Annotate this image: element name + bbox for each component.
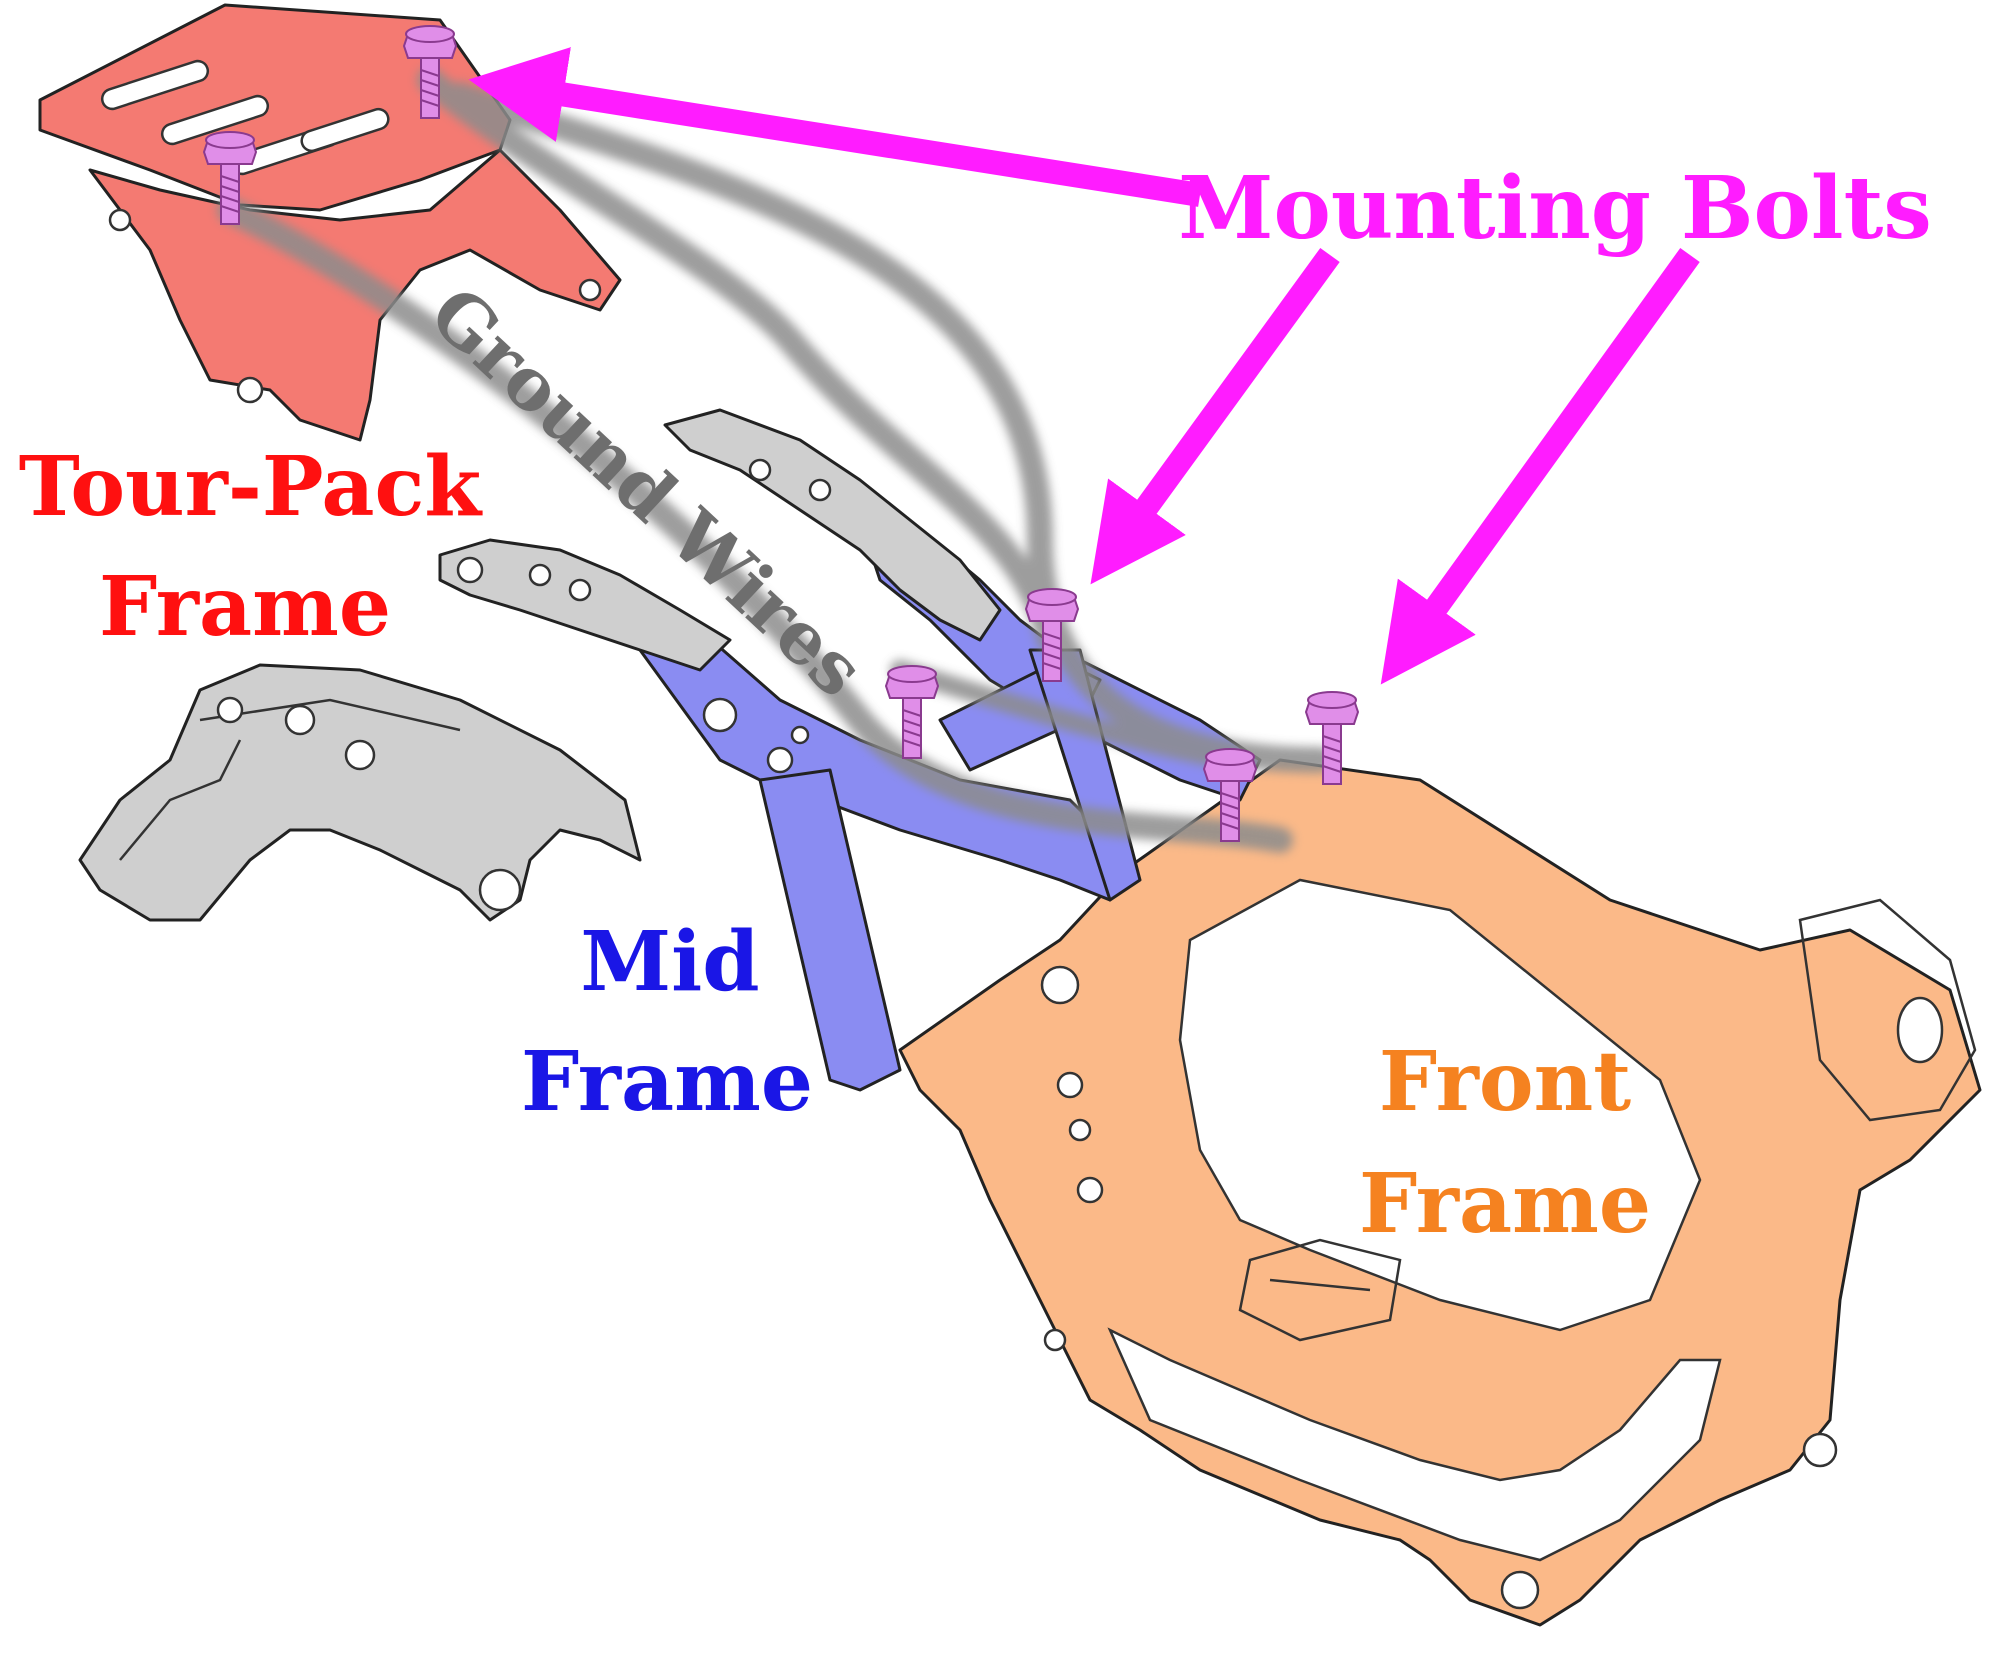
fender-strut-brace — [119, 739, 242, 861]
mid-frame-hole — [790, 725, 810, 745]
mid-frame-hole — [766, 746, 794, 774]
front-frame-neck-outline — [1798, 898, 1977, 1122]
ground-wires — [217, 67, 1333, 853]
ground-wire-2 — [447, 82, 1333, 773]
steering-head-bore — [1896, 996, 1944, 1064]
middle-strut-rail — [438, 538, 732, 672]
tour-pack-slot — [160, 94, 270, 146]
front-frame-lower-opening — [1107, 1327, 1722, 1562]
front-frame-label-line1: Front — [1379, 1034, 1631, 1130]
upper-strut-rail — [663, 408, 1002, 642]
tour-pack-hole — [578, 278, 602, 302]
mid-frame-hole — [702, 697, 738, 733]
front-frame — [898, 758, 1982, 1627]
tour-pack-slot — [300, 107, 390, 153]
mid-frame-label-line1: Mid — [580, 914, 759, 1010]
ground-wire-1 — [417, 67, 1063, 653]
strut-rail-hole — [808, 478, 832, 502]
tour-pack-hole — [108, 208, 132, 232]
strut-rail-hole — [748, 458, 772, 482]
mounting-bolts-label: Mounting Bolts — [1178, 158, 1931, 259]
mid-frame-label-line2: Frame — [521, 1034, 813, 1130]
fender-strut-hole — [344, 739, 376, 771]
front-frame-hole — [1802, 1432, 1838, 1468]
fender-strut-hole — [216, 696, 244, 724]
fender-strut-hole — [478, 868, 522, 912]
callout-arrow-icon — [1090, 247, 1340, 585]
callout-arrows — [468, 47, 1700, 685]
callout-arrow-icon — [1380, 247, 1700, 685]
front-frame-cradle-opening — [1178, 878, 1702, 1332]
fender-support-parts — [78, 408, 1002, 922]
front-frame-hole — [1076, 1176, 1104, 1204]
mid-frame-downtube — [758, 768, 902, 1092]
front-frame-hole — [1056, 1071, 1084, 1099]
ground-wire-4 — [890, 660, 1240, 770]
ground-wire-3 — [217, 197, 1293, 853]
tour-pack-label-line1: Tour-Pack — [19, 439, 484, 535]
strut-rail-hole — [528, 563, 552, 587]
tour-pack-hole — [236, 376, 264, 404]
front-frame-pivot-hole — [1040, 965, 1080, 1005]
strut-rail-hole — [568, 578, 592, 602]
front-frame-crossmember — [1238, 1238, 1402, 1342]
tour-pack-label-line2: Frame — [99, 559, 391, 655]
fender-strut-edge — [199, 698, 461, 732]
front-frame-label-line2: Frame — [1359, 1156, 1651, 1252]
lower-fender-strut — [78, 663, 642, 922]
tour-pack-slot — [100, 59, 210, 111]
front-frame-hole — [1043, 1328, 1067, 1352]
tour-pack-top-plate — [38, 3, 512, 212]
callout-arrow-icon — [468, 47, 1202, 207]
fender-strut-hole — [284, 704, 316, 736]
strut-rail-hole — [456, 556, 484, 584]
front-frame-hole — [1500, 1570, 1540, 1610]
front-frame-hole — [1068, 1118, 1092, 1142]
